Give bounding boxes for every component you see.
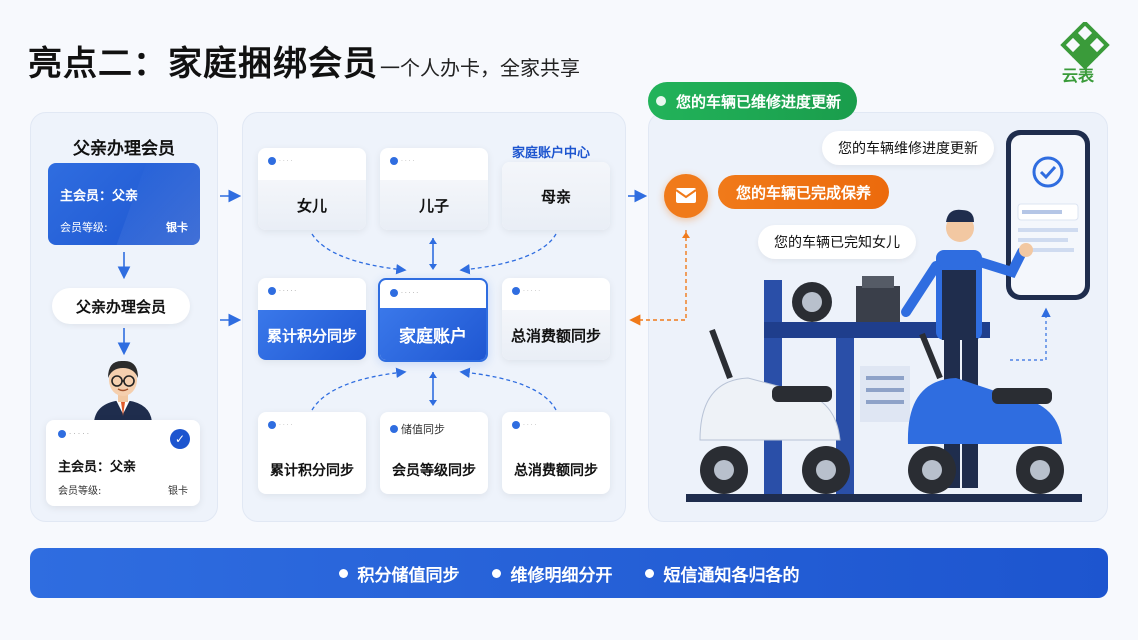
notification-dot-icon (656, 96, 666, 106)
feature-label: 积分储值同步 (357, 565, 460, 586)
brand-dot-icon (512, 287, 520, 295)
member-name: 母亲 (502, 162, 610, 230)
sync-card-level: 储值同步 会员等级同步 (380, 412, 488, 494)
family-account-label: 家庭账户 (380, 308, 486, 360)
sync-label: 累计积分同步 (270, 463, 354, 479)
sync-label: 会员等级同步 (392, 463, 476, 479)
mail-icon (664, 174, 708, 218)
family-account-card: · · · · · 家庭账户 (378, 278, 488, 362)
member-card-daughter: · · · · 女儿 (258, 148, 366, 230)
brand-dot-icon (390, 425, 398, 433)
bullet-icon (491, 568, 501, 578)
sync-label: 累计积分同步 (258, 310, 366, 360)
brand-dot-icon (58, 430, 66, 438)
feature-summary-bar: 积分储值同步 维修明细分开 短信通知各归各的 (30, 548, 1108, 598)
repair-progress-bubble: 您的车辆维修进度更新 (822, 131, 994, 165)
page-subtitle: 一个人办卡，全家共享 (380, 56, 580, 80)
card-header: · · · · · (58, 430, 89, 438)
account-center-title: 家庭账户中心 (512, 146, 591, 161)
member-card-blue: 主会员：父亲 会员等级: 银卡 (48, 163, 200, 245)
main-member-label: 主会员：父亲 (60, 189, 139, 204)
feature-item: 维修明细分开 (491, 561, 613, 586)
member-card-mother: 母亲 (502, 162, 610, 230)
maintenance-done-tag: 您的车辆已完成保养 (718, 175, 890, 209)
member-card-white: · · · · · ✓ 主会员：父亲 会员等级: 银卡 (46, 420, 200, 506)
member-level-label: 会员等级: (58, 486, 102, 497)
member-level-label: 会员等级: (60, 221, 108, 234)
brand-dot-icon (512, 421, 520, 429)
father-register-pill: 父亲办理会员 (52, 288, 190, 324)
brand-dot-icon (390, 157, 398, 165)
member-name: 女儿 (258, 180, 366, 230)
page-title: 亮点二：家庭捆绑会员 (28, 44, 378, 84)
brand-logo-text: 云表 (1062, 66, 1095, 85)
member-level-value: 银卡 (168, 486, 188, 497)
father-avatar (94, 360, 152, 422)
notify-daughter-bubble: 您的车辆已完知女儿 (758, 225, 916, 259)
bullet-icon (338, 568, 348, 578)
sync-label: 总消费额同步 (502, 310, 610, 360)
sync-card-points: · · · · · 累计积分同步 (258, 278, 366, 360)
member-name: 儿子 (380, 180, 488, 230)
brand-dot-icon (268, 287, 276, 295)
feature-item: 短信通知各归各的 (644, 561, 800, 586)
brand-dot-icon (268, 157, 276, 165)
brand-dot-icon (390, 289, 398, 297)
repair-progress-tag: 您的车辆已维修进度更新 (648, 82, 858, 120)
sync-card-spending-2: · · · · 总消费额同步 (502, 412, 610, 494)
main-member-label: 主会员：父亲 (58, 460, 137, 475)
brand-logo (1060, 22, 1110, 70)
father-register-title: 父亲办理会员 (73, 139, 175, 159)
feature-label: 维修明细分开 (510, 565, 613, 586)
sync-card-header: 储值同步 (401, 423, 445, 436)
check-icon: ✓ (170, 429, 190, 449)
sync-card-spending: · · · · · 总消费额同步 (502, 278, 610, 360)
member-level-value: 银卡 (166, 221, 188, 234)
sync-card-points-2: · · · · 累计积分同步 (258, 412, 366, 494)
feature-item: 积分储值同步 (338, 561, 460, 586)
bullet-icon (644, 568, 654, 578)
brand-dot-icon (268, 421, 276, 429)
sync-label: 总消费额同步 (514, 463, 598, 479)
member-card-son: · · · · 儿子 (380, 148, 488, 230)
feature-label: 短信通知各归各的 (663, 565, 800, 586)
